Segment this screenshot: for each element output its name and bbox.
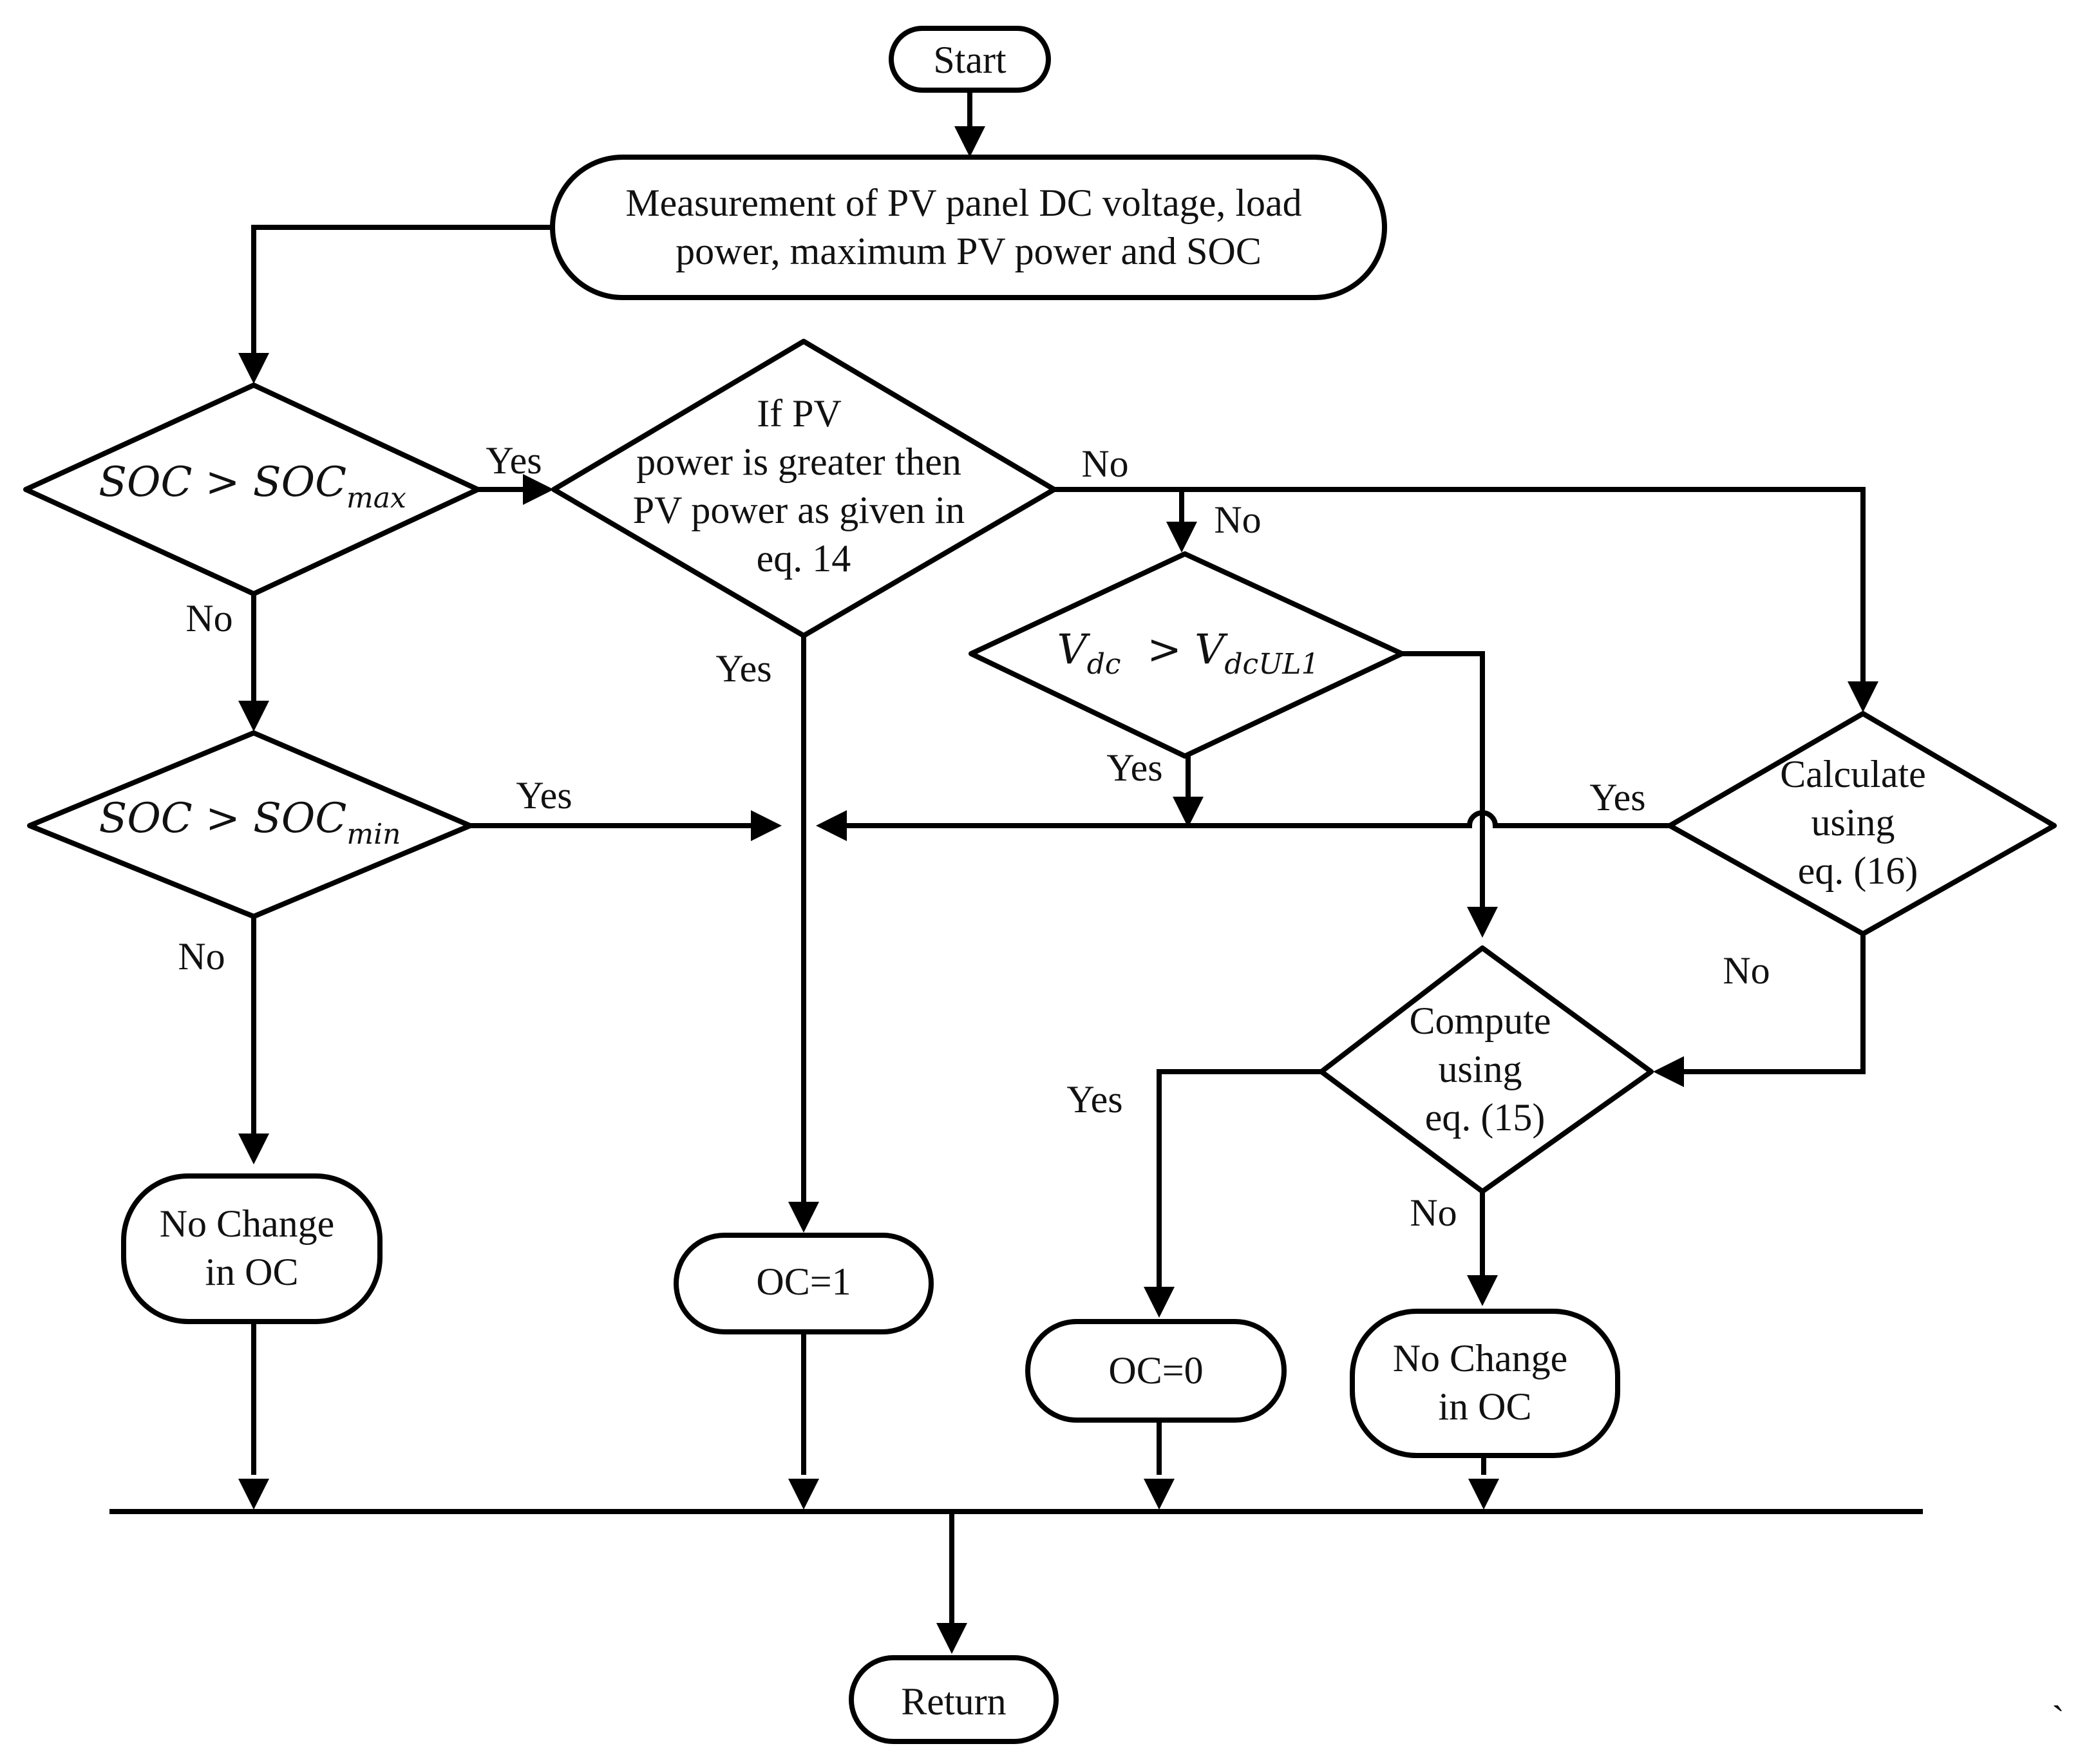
arrowhead [788,1202,819,1233]
svg-text:No Change in OC: No Change in OC [160,1202,345,1293]
compute15-line-3: eq. (15) [1425,1096,1546,1139]
measurement-line-1: Measurement of PV panel DC voltage, load [625,182,1301,224]
arrowhead [954,126,985,157]
arrowhead [936,1623,967,1654]
label-compute15-yes: Yes [1066,1078,1122,1121]
arrowhead [238,1479,269,1510]
oc0-node: OC=0 [1025,1319,1287,1423]
soc-min-decision: SOC > SOCmin [27,730,473,919]
label-pv-yes: Yes [715,647,771,690]
pv-power-decision: If PV power is greater then PV power as … [551,339,1057,638]
edge-measure-socmax [251,225,553,361]
edge-labels: Yes No No No Yes Yes No Yes Yes No Yes N… [178,439,2065,1741]
compute-eq15-decision: Compute using eq. (15) [1319,945,1654,1194]
arrowhead [238,353,269,384]
calc16-line-1: Calculate [1780,753,1926,795]
pv-line-1: If PV [757,392,841,435]
no-change-right-node: No Change in OC [1350,1309,1620,1458]
arrowhead [1467,907,1498,938]
pv-line-3: PV power as given in [633,489,965,531]
soc-max-decision: SOC > SOCmax [23,383,480,596]
label-compute15-no: No [1410,1191,1457,1234]
svg-text:If PV power is greater t: If PV power is greater then PV power as … [633,392,975,580]
label-socmin-no: No [178,935,225,978]
no-change-right-line-1: No Change [1393,1337,1568,1380]
soc-min-condition: SOC > SOCmin [99,795,401,851]
measurement-node: Measurement of PV panel DC voltage, load… [550,155,1387,300]
arrowhead [1848,681,1878,712]
pv-line-4: eq. 14 [757,537,851,580]
no-change-left-line-2: in OC [205,1251,298,1293]
arrowhead [1468,1479,1499,1510]
label-vdc-yes: Yes [1106,746,1162,789]
arrowhead [1144,1479,1175,1510]
arrowhead [1166,522,1197,553]
calc16-line-2: using [1811,801,1895,844]
vdc-decision: Vdc > VdcUL1 [969,551,1404,759]
measurement-line-2: power, maximum PV power and SOC [676,230,1262,272]
arrowhead [523,474,554,505]
compute15-line-1: Compute [1410,1000,1551,1042]
arrowhead [1467,1275,1498,1306]
arrowhead [751,810,782,841]
compute15-line-2: using [1438,1048,1522,1090]
arrowhead [1144,1287,1175,1318]
label-socmax-no: No [185,597,232,640]
no-change-left-line-1: No Change [160,1202,335,1245]
arrowheads [238,126,1878,1654]
stray-mark: ` [2052,1698,2065,1741]
arrowhead [816,810,847,841]
edge-vdc-no-compute15 [1402,651,1485,916]
label-calc16-yes: Yes [1589,776,1645,819]
calculate-eq16-decision: Calculate using eq. (16) [1667,711,2057,936]
return-label: Return [901,1680,1006,1723]
edge-pv-no-calc16 [1054,487,1866,689]
svg-text:Compute using eq.: Compute using eq. (15) [1410,1000,1561,1139]
arrowhead [1653,1056,1684,1087]
svg-text:No Change in OC: No Change in OC [1393,1337,1578,1428]
arrowhead [238,1133,269,1164]
oc0-label: OC=0 [1108,1349,1203,1392]
oc1-node: OC=1 [674,1233,934,1334]
svg-text:Measurement of PV panel DC vol: Measurement of PV panel DC voltage, load… [625,182,1311,272]
edge-compute15-yes-oc0 [1157,1069,1321,1293]
svg-text:Calculate using eq: Calculate using eq. (16) [1780,753,1936,892]
label-socmax-yes: Yes [486,439,542,482]
calc16-line-3: eq. (16) [1798,849,1918,892]
start-label: Start [933,39,1007,81]
connectors [109,90,1923,1629]
label-socmin-yes: Yes [516,774,572,817]
label-calc16-no: No [1723,949,1770,992]
edge-calc16-yes [837,810,1670,828]
soc-max-condition: SOC > SOCmax [99,459,406,515]
label-pv-no: No [1081,442,1128,485]
arrowhead [238,701,269,732]
pv-line-2: power is greater then [636,441,961,483]
edge-calc16-no-compute15 [1682,934,1866,1074]
arrowhead [1173,797,1204,828]
no-change-left-node: No Change in OC [121,1173,383,1324]
label-pv-no-branch: No [1214,498,1261,541]
no-change-right-line-2: in OC [1438,1385,1531,1428]
arrowhead [788,1479,819,1510]
oc1-label: OC=1 [756,1260,851,1303]
vdc-condition: Vdc > VdcUL1 [1057,626,1319,681]
start-node: Start [889,26,1051,93]
return-node: Return [849,1655,1059,1744]
